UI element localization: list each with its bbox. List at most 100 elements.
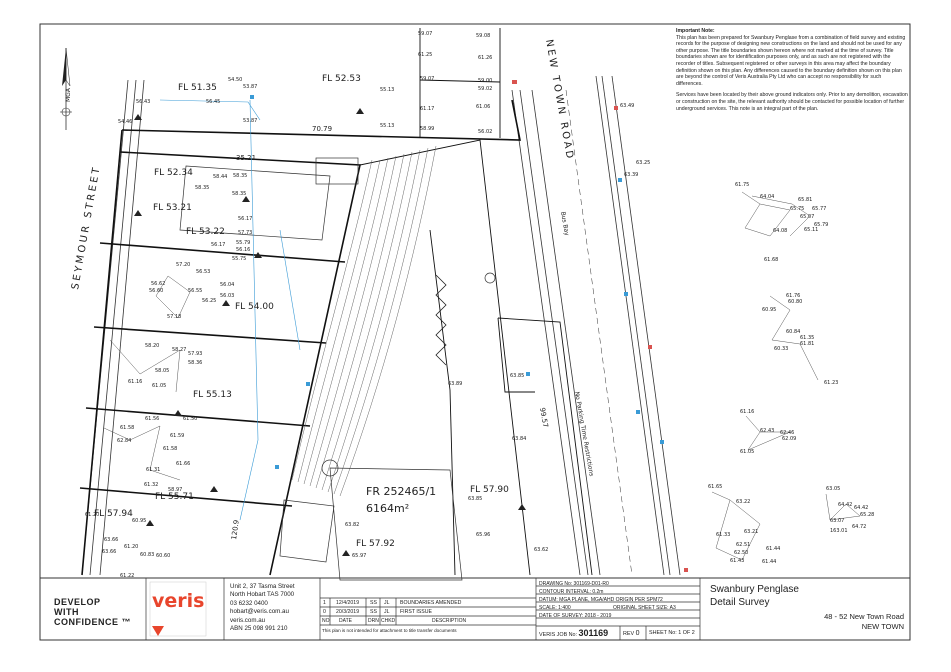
spot-level: 59.02 [478, 86, 492, 92]
spot-level: 61.06 [476, 104, 490, 110]
bus-bay-label: Bus Bay [559, 211, 570, 237]
spot-level: 56.53 [196, 269, 210, 275]
floor-level: FL 53.22 [186, 227, 225, 237]
drawing-title: Detail Survey [710, 597, 770, 608]
note-heading: Important Note: [676, 28, 715, 34]
north-arrow-icon: MGA [60, 47, 72, 130]
spot-level: 63.25 [636, 160, 650, 166]
spot-level: 56.02 [478, 129, 492, 135]
spot-level: 57.18 [167, 314, 181, 320]
spot-level: 64.42 [838, 502, 852, 508]
spot-level: 58.99 [420, 126, 434, 132]
spot-level: 61.75 [735, 182, 749, 188]
spot-level: 62.43 [760, 428, 774, 434]
note-paragraph-1: This plan has been prepared for Swanbury… [676, 34, 906, 87]
floor-level: FL 52.34 [154, 168, 193, 178]
spot-level: 61.56 [145, 416, 159, 422]
spot-level: 57.93 [188, 351, 202, 357]
dimension-north-boundary: 70.79 [312, 125, 332, 133]
spot-level: 56.62 [151, 281, 165, 287]
spot-level: 56.17 [238, 216, 252, 222]
spot-level: 60.95 [132, 518, 146, 524]
disclaimer: This plan is not intended for attachment… [322, 628, 457, 633]
project-title: Swanbury Penglase Detail Survey [710, 583, 799, 609]
contour-lines [291, 145, 437, 497]
spot-level: 65.96 [476, 532, 490, 538]
job-number: VERIS JOB No: 301169 [539, 628, 609, 638]
spot-level: 61.05 [152, 383, 166, 389]
spot-level: 54.50 [228, 77, 242, 83]
spot-level: 61.16 [740, 409, 754, 415]
spot-level: 61.68 [764, 257, 778, 263]
spot-level: 59.08 [476, 33, 490, 39]
spot-level: 61.32 [144, 482, 158, 488]
floor-level: FL 55.71 [155, 492, 194, 502]
retaining-wall [435, 274, 447, 366]
road-kerbs [81, 75, 681, 576]
drawing-number: DRAWING No: 301169-D01-R0 [539, 581, 609, 587]
spot-level: 56.43 [136, 99, 150, 105]
brand-tagline: DEVELOP WITH CONFIDENCE ™ [54, 597, 132, 627]
spot-level: 65.07 [800, 214, 814, 220]
spot-level: 65.75 [790, 206, 804, 212]
spot-level: 163.01 [830, 528, 848, 534]
spot-level: 56.04 [220, 282, 234, 288]
spot-level: 56.60 [149, 288, 163, 294]
spot-level: 60.33 [774, 346, 788, 352]
new-town-road-label: NEW TOWN ROAD [543, 39, 575, 162]
spot-level: 59.07 [420, 76, 434, 82]
spot-level: 62.51 [736, 542, 750, 548]
spot-level: 63.07 [830, 518, 844, 524]
spot-level: 61.50 [183, 416, 197, 422]
spot-level: 61.35 [800, 335, 814, 341]
spot-level: 61.17 [420, 106, 434, 112]
spot-level: 61.26 [478, 55, 492, 61]
drawing-info: DRAWING No: 301169-D01-R0 CONTOUR INTERV… [539, 580, 676, 620]
spot-level: 65.28 [860, 512, 874, 518]
spot-level: 58.27 [172, 347, 186, 353]
spot-level: 56.17 [211, 242, 225, 248]
hydrant-markers [512, 80, 688, 572]
spot-level: 61.25 [418, 52, 432, 58]
spot-level-network [103, 191, 861, 561]
spot-level: 65.97 [352, 553, 366, 559]
spot-level: 55.75 [232, 256, 246, 262]
spot-level: 53.87 [243, 84, 257, 90]
spot-level: 60.60 [156, 553, 170, 559]
spot-level: 63.89 [448, 381, 462, 387]
floor-level: FL 54.00 [235, 302, 274, 312]
spot-level: 62.84 [117, 438, 131, 444]
floor-level: FL 52.53 [322, 74, 361, 84]
spot-level: 55.13 [380, 123, 394, 129]
spot-level: 61.76 [786, 293, 800, 299]
spot-level: 61.59 [170, 433, 184, 439]
spot-level: 60.83 [140, 552, 154, 558]
spot-level: 56.25 [202, 298, 216, 304]
spot-level: 62.50 [734, 550, 748, 556]
spot-level: 65.11 [804, 227, 818, 233]
veris-logo: veris [149, 581, 207, 637]
dimension-south-boundary: 120.9 [230, 519, 241, 540]
spot-level: 62.09 [782, 436, 796, 442]
floor-levels: FL 51.35 FL 52.53 FL 52.34 FL 53.21 FL 5… [94, 74, 526, 556]
revision-number: REV 0 [623, 630, 640, 637]
floor-level: FL 55.13 [193, 390, 232, 400]
spot-level: 59.00 [478, 78, 492, 84]
important-note: Important Note: This plan has been prepa… [676, 28, 908, 117]
spot-level: 65.77 [812, 206, 826, 212]
spot-level: 59.07 [418, 31, 432, 37]
spot-level: 63.85 [468, 496, 482, 502]
spot-level: 60.95 [762, 307, 776, 313]
spot-levels: 54.50 53.87 56.45 54.46 56.43 53.87 59.0… [85, 31, 874, 579]
spot-level: 61.58 [120, 425, 134, 431]
spot-level: 64.04 [760, 194, 774, 200]
company-address: Unit 2, 37 Tasma Street North Hobart TAS… [230, 583, 295, 633]
dimension-east-boundary: 99.57 [538, 407, 549, 428]
floor-level: FL 51.35 [178, 83, 217, 93]
spot-level: 63.85 [510, 373, 524, 379]
service-markers [250, 95, 664, 469]
floor-level: FL 57.90 [470, 485, 509, 495]
spot-level: 63.66 [104, 537, 118, 543]
spot-level: 58.35 [195, 185, 209, 191]
